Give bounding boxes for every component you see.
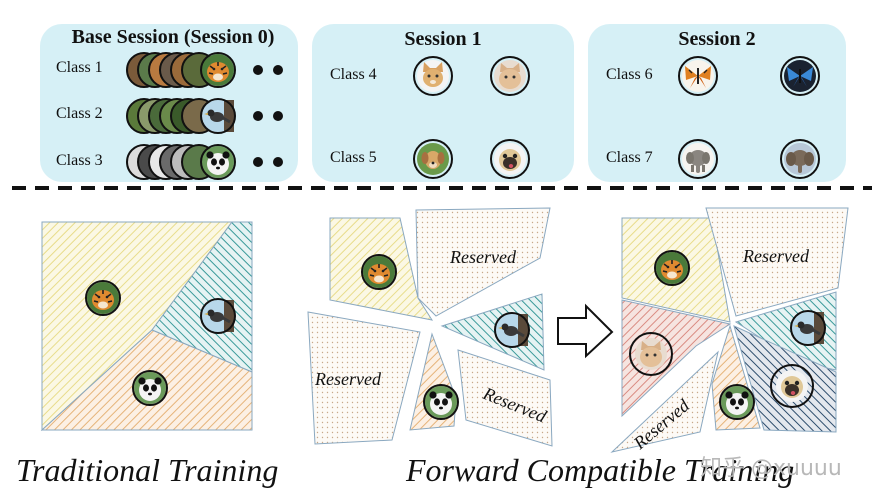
tiger-icon <box>85 280 121 316</box>
tiger-icon <box>654 250 690 286</box>
bird-icon <box>200 298 236 334</box>
dog-icon <box>413 139 453 179</box>
traditional-training-caption: Traditional Training <box>16 452 279 488</box>
class-1-image-stack <box>126 52 236 88</box>
class-5-label: Class 5 <box>330 149 377 166</box>
traditional-training-diagram <box>40 221 253 432</box>
pug-icon <box>770 364 814 408</box>
bird-icon <box>200 98 236 134</box>
panda-icon <box>423 384 459 420</box>
class-7-label: Class 7 <box>606 149 653 166</box>
forward-compatible-before <box>307 207 553 447</box>
blue-butterfly-icon <box>780 56 820 96</box>
ellipsis-dots <box>253 65 283 167</box>
class-1-label: Class 1 <box>56 59 103 76</box>
bird-icon <box>494 312 530 348</box>
cat-icon <box>413 56 453 96</box>
class-3-label: Class 3 <box>56 152 103 169</box>
cat-icon <box>629 332 673 376</box>
bird-icon <box>790 310 826 346</box>
tiger-icon <box>361 254 397 290</box>
cat-icon-2 <box>490 56 530 96</box>
panda-icon <box>719 384 755 420</box>
elephant-icon <box>678 139 718 179</box>
pug-icon <box>490 139 530 179</box>
watermark: 知乎 @xuuuu <box>700 456 842 481</box>
class-4-label: Class 4 <box>330 66 377 83</box>
elephant-icon-2 <box>780 139 820 179</box>
class-2-image-stack <box>126 98 236 134</box>
transition-arrow <box>557 303 614 359</box>
base-session-title: Base Session (Session 0) <box>71 26 275 48</box>
reserved-label: Reserved <box>742 246 810 266</box>
session-1-title: Session 1 <box>404 28 482 50</box>
panda-icon <box>132 370 168 406</box>
session-2-title: Session 2 <box>678 28 756 50</box>
forward-compatible-caption: Forward Compatible Training <box>406 452 795 488</box>
tiger-icon <box>200 52 236 88</box>
class-3-image-stack <box>126 144 236 180</box>
reserved-label: Reserved <box>314 369 382 389</box>
reserved-label: Reserved <box>449 247 517 267</box>
class-2-label: Class 2 <box>56 105 103 122</box>
forward-compatible-after <box>610 207 849 453</box>
class-6-label: Class 6 <box>606 66 653 83</box>
butterfly-icon <box>678 56 718 96</box>
panda-icon <box>200 144 236 180</box>
